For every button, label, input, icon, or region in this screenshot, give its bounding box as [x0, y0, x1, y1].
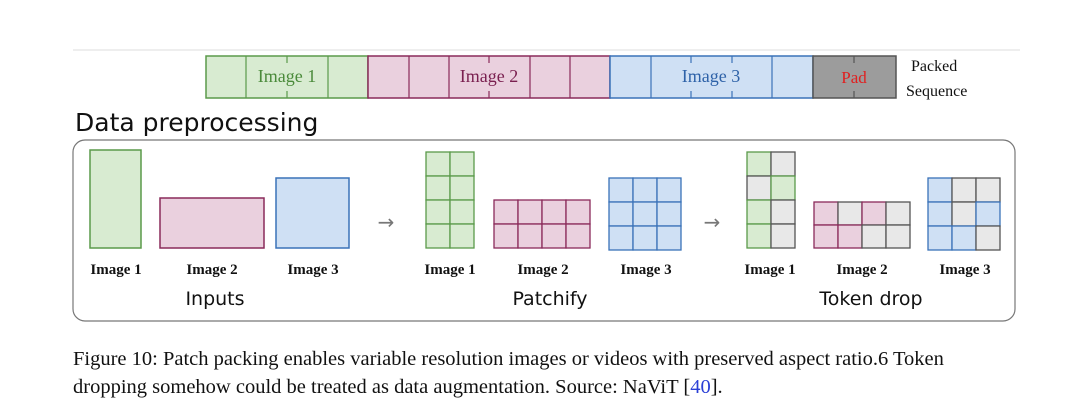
- patch: [541, 223, 567, 249]
- inputs-label-image-3: Image 3: [287, 262, 338, 278]
- patch: [541, 199, 567, 225]
- patchify-grid-image-3: [608, 177, 682, 251]
- patchify-label-image-1: Image 1: [424, 262, 475, 278]
- patch: [951, 225, 977, 251]
- patch: [746, 223, 772, 249]
- patch-grids: [425, 151, 1001, 251]
- tokendrop-label-image-2: Image 2: [836, 262, 887, 278]
- patch: [813, 224, 839, 249]
- patch: [746, 151, 772, 177]
- figure-caption: Figure 10: Patch packing enables variabl…: [73, 345, 1073, 401]
- packed-label-image-3: Image 3: [682, 66, 740, 86]
- caption-line-2-end: ].: [710, 376, 723, 398]
- patch: [449, 223, 475, 249]
- patch: [975, 201, 1001, 227]
- tokendrop-grid-image-1: [746, 151, 796, 249]
- dropped-patch: [951, 201, 977, 227]
- patch: [927, 201, 953, 227]
- caption-line-1: Figure 10: Patch packing enables variabl…: [73, 348, 944, 370]
- patch: [837, 224, 863, 249]
- tokendrop-grid-image-3: [927, 177, 1001, 251]
- dropped-patch: [885, 201, 911, 226]
- patch: [425, 175, 451, 201]
- dropped-patch: [975, 225, 1001, 251]
- inputs-label-image-1: Image 1: [90, 262, 141, 278]
- preprocessing-frame: [72, 139, 1016, 322]
- dropped-patch: [746, 175, 772, 201]
- patch: [425, 199, 451, 225]
- navit-figure: Image 1 Image 2 Image 3 Pad Packed Seque…: [72, 49, 1020, 322]
- patch: [813, 201, 839, 226]
- patch: [632, 201, 658, 227]
- patch: [449, 151, 475, 177]
- dropped-patch: [885, 224, 911, 249]
- patch: [608, 177, 634, 203]
- patch: [608, 225, 634, 251]
- patch: [656, 201, 682, 227]
- tokendrop-label-image-1: Image 1: [744, 262, 795, 278]
- dropped-patch: [770, 199, 796, 225]
- caption-line-2-text: dropping somehow could be treated as dat…: [73, 376, 691, 398]
- packed-label-image-2: Image 2: [460, 66, 518, 86]
- stage-label-inputs: Inputs: [185, 288, 244, 310]
- tokendrop-grid-image-2: [813, 201, 911, 249]
- dropped-patch: [861, 224, 887, 249]
- patchify-label-image-3: Image 3: [620, 262, 671, 278]
- tokendrop-label-image-3: Image 3: [939, 262, 990, 278]
- patch: [746, 199, 772, 225]
- dropped-patch: [770, 151, 796, 177]
- dropped-patch: [770, 223, 796, 249]
- patch: [608, 201, 634, 227]
- patch: [927, 177, 953, 203]
- patch: [656, 225, 682, 251]
- input-image-1: [89, 149, 142, 249]
- packed-label-image-1: Image 1: [258, 66, 316, 86]
- patch: [493, 199, 519, 225]
- patch: [565, 199, 591, 225]
- packed-label-pad: Pad: [841, 68, 867, 87]
- dropped-patch: [951, 177, 977, 203]
- input-image-2: [159, 197, 265, 249]
- patch: [770, 175, 796, 201]
- patch: [449, 175, 475, 201]
- stage-label-patchify: Patchify: [512, 288, 587, 310]
- patchify-grid-image-1: [425, 151, 475, 249]
- patch: [656, 177, 682, 203]
- patch: [449, 199, 475, 225]
- patch: [861, 201, 887, 226]
- packed-side-label-line-1: Packed: [911, 58, 957, 75]
- patch: [632, 225, 658, 251]
- patch: [517, 199, 543, 225]
- patch: [425, 151, 451, 177]
- stage-label-token-drop: Token drop: [818, 288, 922, 310]
- dropped-patch: [837, 201, 863, 226]
- input-image-3: [275, 177, 350, 249]
- arrow-2: →: [704, 210, 721, 234]
- patch: [425, 223, 451, 249]
- patch: [565, 223, 591, 249]
- patchify-label-image-2: Image 2: [517, 262, 568, 278]
- arrow-1: →: [378, 210, 395, 234]
- patch: [927, 225, 953, 251]
- inputs-label-image-2: Image 2: [186, 262, 237, 278]
- citation-link[interactable]: 40: [690, 376, 711, 398]
- section-title: Data preprocessing: [75, 108, 318, 137]
- dropped-patch: [975, 177, 1001, 203]
- caption-line-2: dropping somehow could be treated as dat…: [73, 373, 1073, 401]
- packed-sequence-bar: Image 1 Image 2 Image 3 Pad: [205, 55, 897, 99]
- packed-side-label-line-2: Sequence: [906, 83, 967, 100]
- patch: [493, 223, 519, 249]
- patchify-grid-image-2: [493, 199, 591, 249]
- patch: [632, 177, 658, 203]
- patch: [517, 223, 543, 249]
